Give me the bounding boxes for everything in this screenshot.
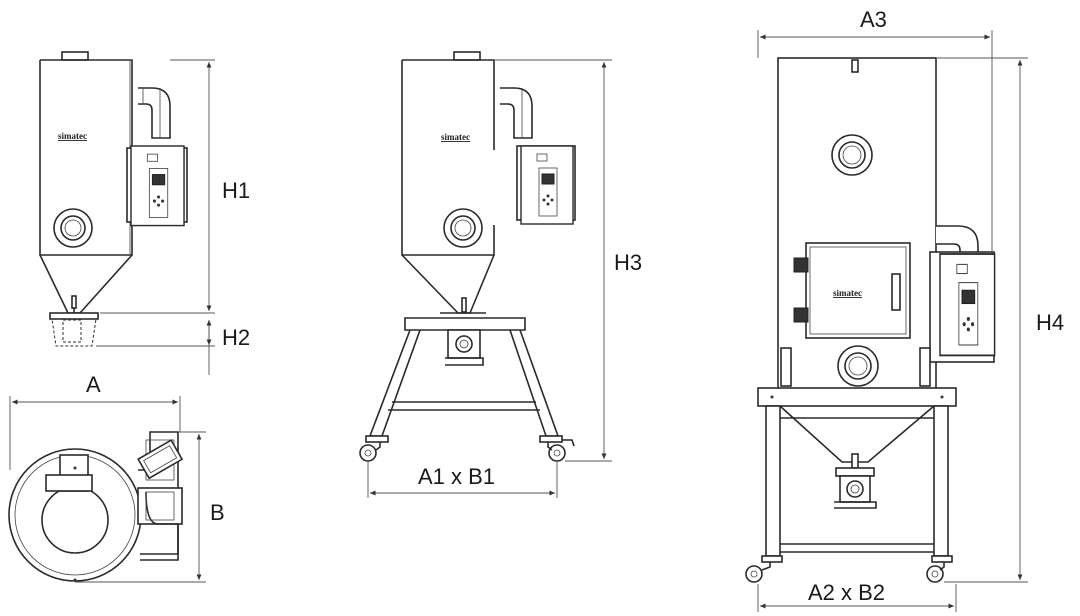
- label-A: A: [86, 372, 101, 397]
- label-H4: H4: [1036, 310, 1064, 335]
- label-B: B: [210, 500, 225, 525]
- brand-logo-right: simatec: [833, 288, 862, 298]
- brand-logo-left: simatec: [58, 131, 87, 141]
- dimensions-view4: A3 H4 A2 x B2: [757, 7, 1064, 612]
- label-A3: A3: [860, 7, 887, 32]
- dimensions-view1: H1 H2: [96, 59, 250, 375]
- label-H1: H1: [222, 178, 250, 203]
- dryer-on-stand-view: simatec: [359, 51, 576, 462]
- dryer-front-view: simatec: [39, 51, 188, 347]
- brand-logo-middle: simatec: [441, 132, 470, 142]
- dryer-top-view: [8, 431, 184, 582]
- label-H3: H3: [614, 250, 642, 275]
- label-A2B2: A2 x B2: [808, 580, 885, 605]
- label-A1B1: A1 x B1: [418, 464, 495, 489]
- dimensions-view2: A B: [9, 372, 225, 583]
- dimensions-view3: H3 A1 x B1: [367, 59, 642, 498]
- label-H2: H2: [222, 325, 250, 350]
- large-dryer-view: simatec: [745, 57, 996, 583]
